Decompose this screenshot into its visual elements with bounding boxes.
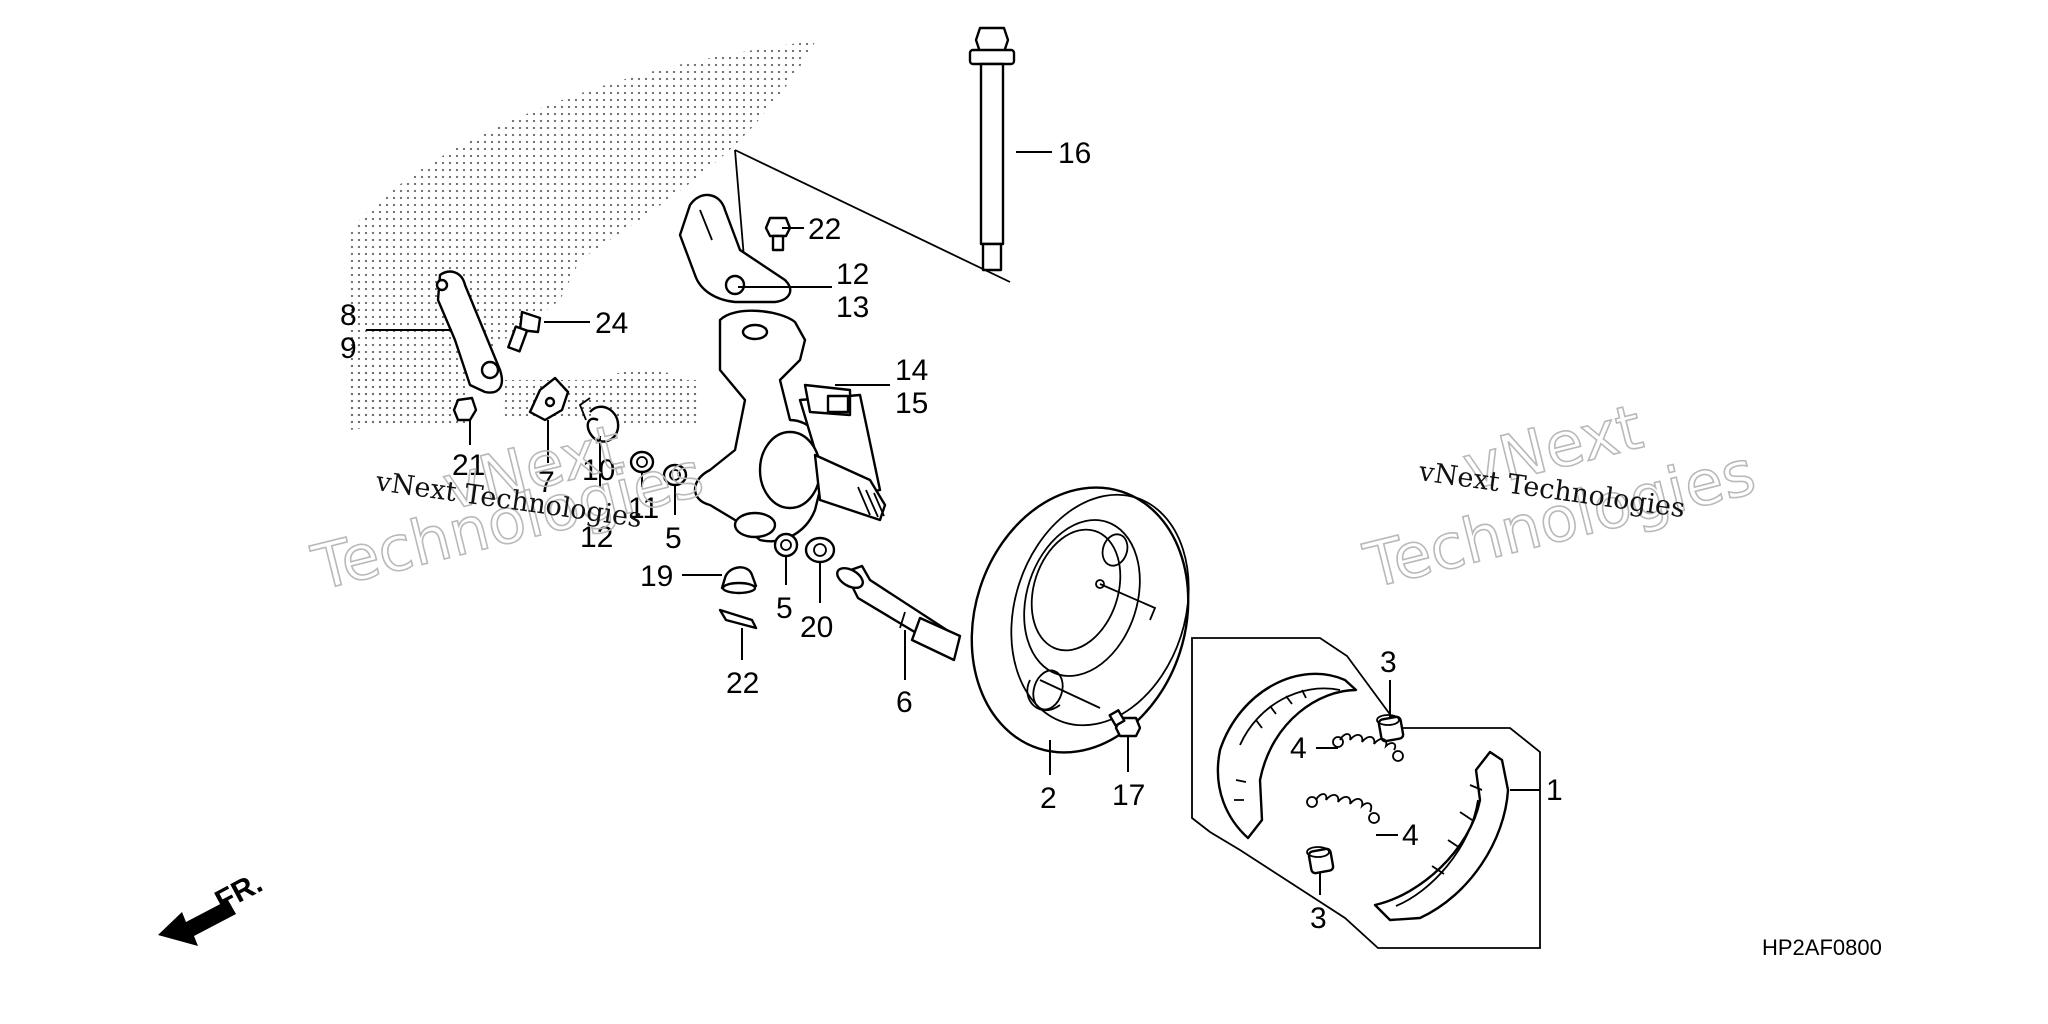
washer-5-upper[interactable] (662, 463, 688, 487)
callout-9: 9 (340, 332, 357, 365)
lock-plate-7[interactable] (528, 376, 570, 422)
collar-3-lower[interactable] (1306, 846, 1335, 875)
callout-1: 1 (1546, 774, 1563, 807)
callout-8: 8 (340, 299, 357, 332)
callout-20: 20 (800, 611, 833, 644)
callout-16: 15 (895, 387, 928, 420)
arm-bracket-8-9[interactable] (435, 270, 504, 394)
bolt-24[interactable] (507, 310, 542, 353)
callout-4-upper: 4 (1290, 732, 1307, 765)
callout-2: 2 (1040, 782, 1057, 815)
leader-lines (366, 151, 1540, 895)
bolt-17[interactable] (1108, 709, 1142, 738)
collar-3-upper[interactable] (1376, 714, 1405, 743)
nut-21[interactable] (452, 396, 478, 422)
washer-20[interactable] (804, 536, 836, 564)
spring-10-12[interactable] (578, 397, 620, 443)
callout-4-lower: 4 (1402, 819, 1419, 852)
watermark-right: vNext Technologies vNext Technologies (1356, 389, 1763, 603)
callout-17: 17 (1112, 779, 1145, 812)
callout-labels: 16 22 12 13 24 8 9 14 15 21 7 10 11 12 5… (340, 137, 1563, 935)
brake-panel-2[interactable] (938, 459, 1221, 781)
brake-shoe-right[interactable] (1373, 750, 1510, 922)
brake-shoe-frame (1191, 637, 1541, 949)
bolt-18[interactable] (968, 26, 1016, 272)
callout-21: 21 (452, 449, 485, 482)
callout-15: 14 (895, 354, 928, 387)
callout-22: 22 (726, 667, 759, 700)
front-direction-arrow: FR. (158, 866, 268, 946)
nut-11[interactable] (629, 450, 655, 474)
callout-3-upper: 3 (1380, 646, 1397, 679)
callout-14: 13 (836, 291, 869, 324)
callout-3-lower: 3 (1310, 902, 1327, 935)
callout-13: 12 (836, 258, 869, 291)
callout-7: 7 (538, 466, 555, 499)
callout-23: 22 (808, 213, 841, 246)
bolt-23[interactable] (764, 216, 792, 252)
cam-shaft-6[interactable] (834, 564, 962, 662)
callout-6: 6 (896, 686, 913, 719)
callout-12: 12 (580, 521, 613, 554)
brake-shoe-left[interactable] (1216, 672, 1358, 840)
callout-11: 11 (628, 492, 659, 525)
knuckle-15-16[interactable] (693, 309, 887, 543)
cap-nut-19[interactable] (720, 566, 758, 595)
callout-5-upper: 5 (665, 522, 682, 555)
bracket-13-14[interactable] (678, 193, 792, 304)
washer-5-lower[interactable] (773, 532, 799, 558)
callout-18: 16 (1058, 137, 1091, 170)
callout-24: 24 (595, 307, 628, 340)
spring-4-lower[interactable] (1306, 793, 1380, 824)
diagram-code: HP2AF0800 (1762, 935, 1882, 960)
cotter-pin-22[interactable] (718, 608, 758, 630)
callout-5-lower: 5 (776, 592, 793, 625)
callout-19: 19 (640, 560, 673, 593)
callout-10: 10 (582, 454, 615, 487)
